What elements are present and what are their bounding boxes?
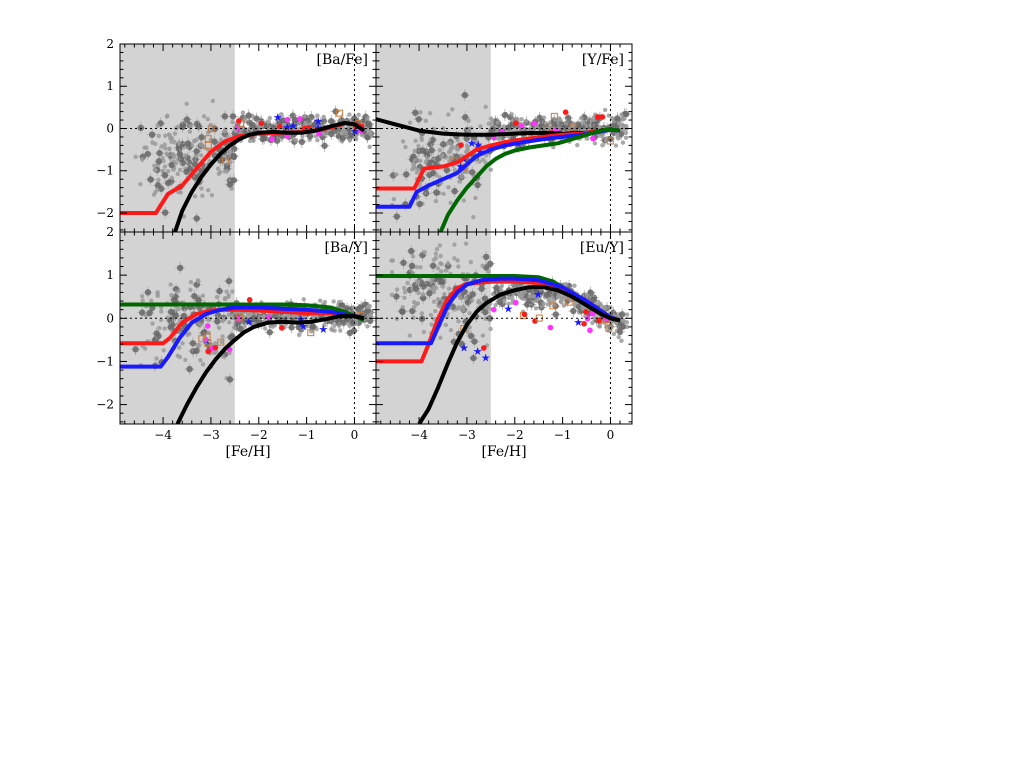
svg-text:★: ★: [313, 115, 323, 128]
shaded-region: [120, 44, 235, 232]
x-tick-label: −4: [410, 428, 428, 442]
svg-text:★: ★: [350, 125, 360, 138]
svg-text:★: ★: [481, 352, 491, 365]
series-line-black: [175, 314, 365, 424]
series-line-black: [417, 285, 621, 424]
x-axis-label-right: [Fe/H]: [481, 444, 526, 460]
panel-label: [Ba/Y]: [324, 240, 368, 256]
x-tick-label: −3: [458, 428, 476, 442]
svg-text:★: ★: [533, 288, 543, 301]
series-line-blue: [376, 276, 621, 346]
y-tick-label: −2: [96, 206, 114, 220]
svg-text:★: ★: [503, 302, 513, 315]
svg-text:★: ★: [473, 345, 483, 358]
plot-frame: [375, 231, 633, 425]
svg-text:★: ★: [296, 313, 306, 326]
x-tick-label: 0: [607, 428, 615, 442]
svg-text:★: ★: [273, 111, 283, 124]
x-tick-label: −1: [298, 428, 316, 442]
svg-text:★: ★: [459, 342, 469, 355]
ticks: [376, 43, 632, 232]
x-tick-label: 0: [351, 428, 359, 442]
x-axis-label-left: [Fe/H]: [225, 444, 270, 460]
y-tick-label: 1: [106, 268, 114, 282]
panel-top-right: ★★★★★★ [Y/Fe]: [375, 43, 633, 233]
y-tick-label: −1: [96, 354, 114, 368]
svg-text:★: ★: [298, 320, 308, 333]
svg-text:★: ★: [318, 323, 328, 336]
y-tick-label: −2: [96, 398, 114, 412]
x-tick-label: −2: [250, 428, 268, 442]
y-tick-label: −1: [96, 164, 114, 178]
y-tick-label: 1: [106, 79, 114, 93]
svg-text:★: ★: [573, 316, 583, 329]
y-tick-label: 0: [106, 311, 114, 325]
svg-text:★: ★: [473, 138, 483, 151]
svg-text:★: ★: [282, 121, 292, 134]
observed-points: ★★★★★★: [388, 89, 632, 223]
svg-text:★: ★: [288, 119, 298, 132]
x-tick-label: −1: [554, 428, 572, 442]
y-tick-label: 0: [106, 121, 114, 135]
panel-label: [Eu/Y]: [580, 240, 624, 256]
ticks: [376, 231, 632, 424]
panel-label: [Ba/Fe]: [316, 52, 368, 68]
svg-text:★: ★: [467, 137, 477, 150]
ticks: [120, 231, 376, 424]
svg-text:★: ★: [244, 315, 254, 328]
y-tick-label: 2: [106, 37, 114, 51]
ticks: [120, 43, 376, 232]
x-tick-label: −3: [202, 428, 220, 442]
x-tick-label: −2: [506, 428, 524, 442]
svg-text:★: ★: [475, 145, 485, 158]
panel-label: [Y/Fe]: [582, 52, 624, 68]
series-line-blue: [120, 305, 365, 369]
y-tick-label: 2: [106, 225, 114, 239]
x-tick-label: −4: [154, 428, 172, 442]
series-line-black: [173, 121, 366, 232]
series-line-green: [438, 127, 621, 232]
svg-text:★: ★: [455, 160, 465, 173]
